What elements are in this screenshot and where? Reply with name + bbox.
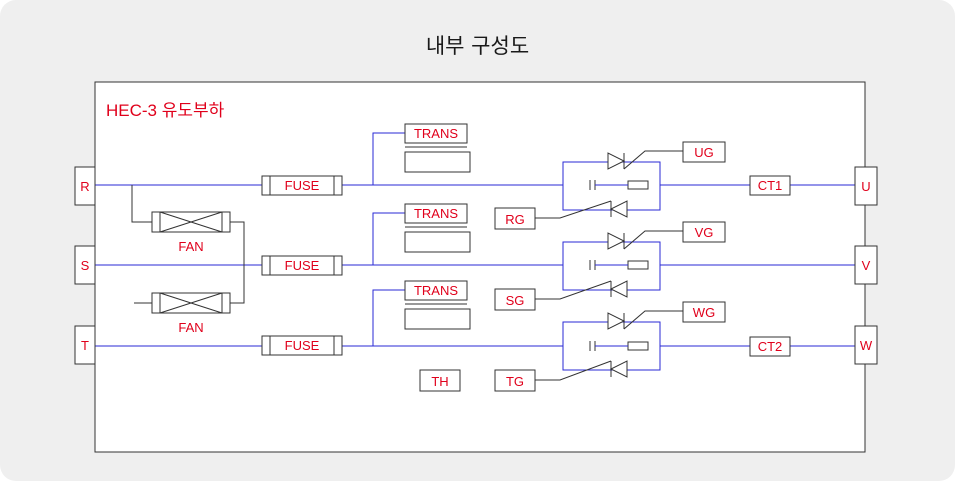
fuse-3-label: FUSE (285, 338, 320, 353)
svg-text:SG: SG (506, 293, 525, 308)
fuse-1-label: FUSE (285, 178, 320, 193)
svg-text:S: S (81, 258, 90, 273)
svg-text:U: U (861, 179, 870, 194)
fan-1-label: FAN (178, 239, 203, 254)
thyristor-group-3 (535, 310, 683, 381)
trans-2-label: TRANS (414, 206, 458, 221)
terminal-s: S (74, 245, 96, 285)
svg-text:VG: VG (695, 225, 714, 240)
fuse-2: FUSE (261, 255, 343, 276)
fuse-2-label: FUSE (285, 258, 320, 273)
fan-1: FAN (151, 211, 231, 254)
gate-ug: UG (682, 141, 726, 163)
thyristor-group-2 (535, 230, 683, 300)
terminal-r: R (74, 166, 96, 206)
gate-wg: WG (682, 301, 726, 323)
gate-tg: TG (494, 369, 536, 392)
svg-text:CT1: CT1 (758, 178, 783, 193)
device-label: HEC-3 유도부하 (106, 101, 225, 120)
svg-text:TG: TG (506, 374, 524, 389)
trans-3: TRANS (404, 280, 471, 330)
terminal-w: W (854, 325, 878, 365)
svg-text:V: V (862, 258, 871, 273)
gate-sg: SG (494, 288, 536, 311)
trans-1-label: TRANS (414, 126, 458, 141)
page-title: 내부 구성도 (425, 34, 530, 58)
svg-text:T: T (81, 338, 89, 353)
svg-text:UG: UG (694, 145, 714, 160)
ct1: CT1 (749, 175, 791, 196)
svg-text:RG: RG (505, 212, 525, 227)
fan-2: FAN (151, 292, 231, 335)
trans-1: TRANS (404, 123, 471, 173)
gate-rg: RG (494, 207, 536, 230)
svg-text:WG: WG (693, 305, 715, 320)
trans-2: TRANS (404, 203, 471, 253)
terminal-v: V (854, 245, 878, 285)
ct2: CT2 (749, 336, 791, 357)
thyristor-group-1 (535, 150, 683, 219)
th-sensor: TH (419, 369, 461, 392)
fuse-3: FUSE (261, 335, 343, 356)
svg-text:TH: TH (431, 374, 448, 389)
svg-text:R: R (80, 179, 89, 194)
terminal-t: T (74, 325, 96, 365)
gate-vg: VG (682, 221, 726, 243)
terminal-u: U (854, 166, 878, 206)
svg-text:W: W (860, 338, 873, 353)
fan-2-label: FAN (178, 320, 203, 335)
trans-3-label: TRANS (414, 283, 458, 298)
fuse-1: FUSE (261, 175, 343, 196)
enclosure (94, 81, 866, 453)
svg-text:CT2: CT2 (758, 339, 783, 354)
